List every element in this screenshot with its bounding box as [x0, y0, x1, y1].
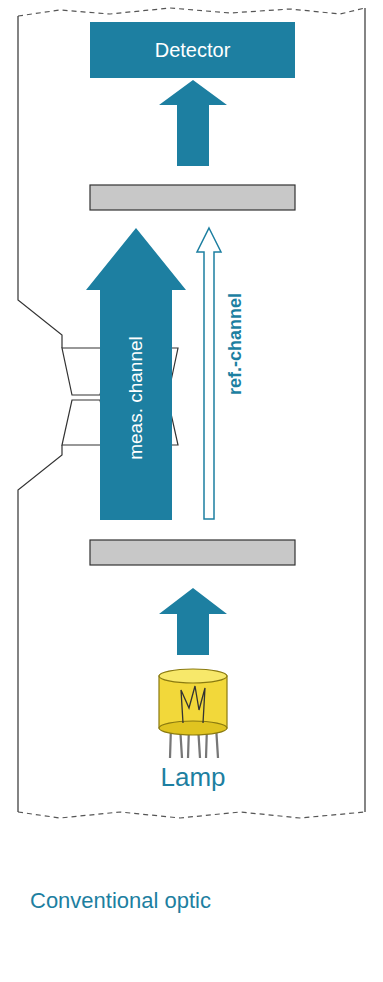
detector-box: Detector	[90, 22, 295, 78]
housing-line	[18, 445, 62, 812]
lamp-icon	[130, 668, 256, 760]
torn-edge	[18, 8, 365, 16]
channel-label: meas. channel	[125, 336, 147, 460]
housing-line	[18, 16, 62, 348]
measurement-arrow: meas. channel	[86, 228, 186, 520]
caption: Conventional optic	[30, 888, 211, 914]
beam-arrow	[159, 80, 227, 166]
housing-line	[364, 8, 365, 812]
reference-arrow: ref.-channel	[193, 226, 249, 520]
filter	[90, 540, 295, 565]
channel-label: ref.-channel	[225, 293, 246, 395]
lamp-label: Lamp	[130, 762, 256, 793]
lamp: Lamp	[130, 668, 256, 796]
box-label: Detector	[155, 39, 231, 62]
beam-arrow	[159, 588, 227, 655]
torn-edge	[18, 812, 365, 818]
filter	[90, 185, 295, 210]
